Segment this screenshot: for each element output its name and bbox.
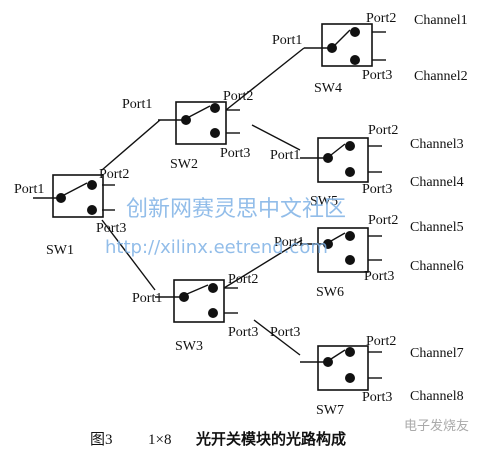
link-sw2-sw4 [225,47,305,111]
sw5-name: SW5 [310,194,338,209]
channel-3-label: Channel3 [410,137,464,152]
sw7-name: SW7 [316,403,344,418]
link-sw3-sw6 [223,239,303,289]
switch-sw5: Port1 Port2 Port3 SW5 [270,123,398,209]
switch-sw4: Port1 Port2 Port3 SW4 [272,11,396,96]
sw2-port1-label: Port1 [122,97,152,112]
sw1-port3-label: Port3 [96,221,126,236]
sw3-port3-label: Port3 [228,325,258,340]
sw4-port2-label: Port2 [366,11,396,26]
sw5-port2-label: Port2 [368,123,398,138]
sw2-port3-label: Port3 [220,146,250,161]
link-sw1-sw3 [101,219,156,291]
sw2-name: SW2 [170,157,198,172]
sw7-port2-label: Port2 [366,334,396,349]
switch-sw2: Port1 Port2 Port3 SW2 [122,89,253,172]
channel-4-label: Channel4 [410,175,464,190]
switch-sw7: Port3 Port2 Port3 SW7 [270,325,396,418]
channel-2-label: Channel2 [414,69,468,84]
sw7-port3-top-label: Port3 [270,325,300,340]
switch-sw3: Port1 Port2 Port3 SW3 [132,272,258,354]
sw6-name: SW6 [316,285,344,300]
watermark-corner: 电子发烧友 [404,418,469,434]
sw7-port3-label: Port3 [362,390,392,405]
figure-number: 图3 [90,431,113,448]
watermark-line1: 创新网赛灵思中文社区 [126,197,346,222]
sw3-name: SW3 [175,339,203,354]
sw6-port1-label: Port1 [274,235,304,250]
link-sw1-sw2 [101,119,161,171]
sw5-port3-label: Port3 [362,182,392,197]
sw3-port1-label: Port1 [132,291,162,306]
channel-8-label: Channel8 [410,389,464,404]
sw4-port3-label: Port3 [362,68,392,83]
sw6-port2-label: Port2 [368,213,398,228]
sw2-port2-label: Port2 [223,89,253,104]
sw1-name: SW1 [46,243,74,258]
channel-1-label: Channel1 [414,13,468,28]
switch-sw1: Port1 Port2 Port3 SW1 [14,167,129,258]
sw4-port1-label: Port1 [272,33,302,48]
watermark-line2: http://xilinx.eetrend.com [105,237,328,258]
link-sw2-sw5 [251,124,301,151]
channel-5-label: Channel5 [410,220,464,235]
figure-title: 光开关模块的光路构成 [195,430,346,448]
sw6-port3-label: Port3 [364,269,394,284]
switch-sw6: Port1 Port2 Port3 SW6 [274,213,398,300]
channel-7-label: Channel7 [410,346,464,361]
link-sw3-sw7 [253,319,301,356]
sw5-port1-label: Port1 [270,148,300,163]
channel-6-label: Channel6 [410,259,464,274]
sw1-port2-label: Port2 [99,167,129,182]
sw3-port2-label: Port2 [228,272,258,287]
sw1-port1-label: Port1 [14,182,44,197]
figure-ratio: 1×8 [148,432,171,448]
sw4-name: SW4 [314,81,342,96]
